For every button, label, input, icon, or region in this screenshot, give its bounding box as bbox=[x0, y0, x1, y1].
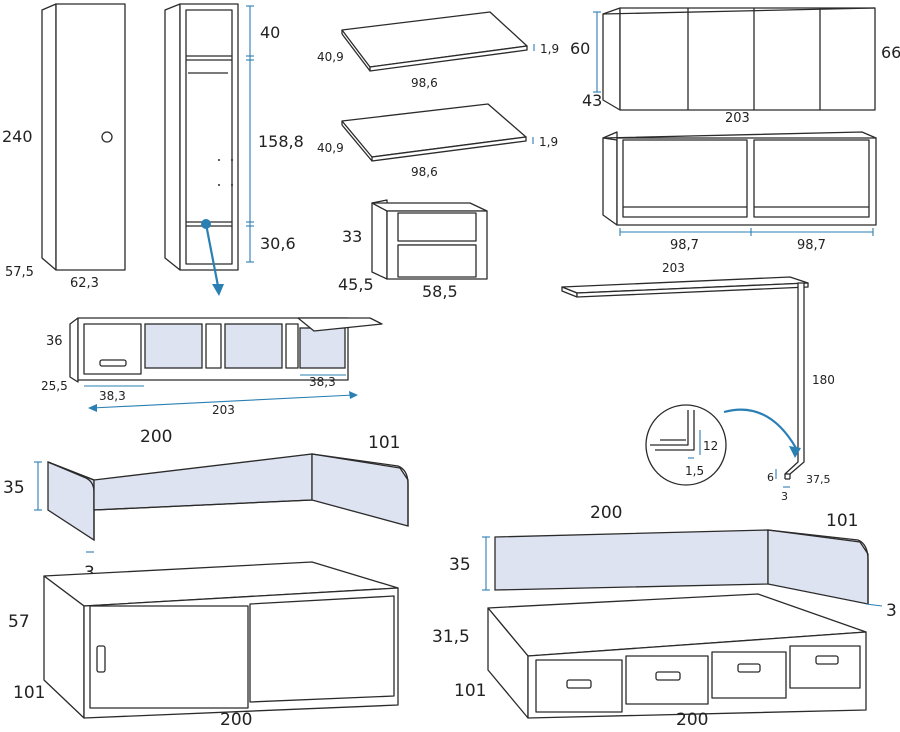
wall-desk-foot-thickness-label: 3 bbox=[781, 490, 788, 503]
desk-depth-label: 25,5 bbox=[41, 379, 68, 393]
wall-desk-foot-depth-label: 37,5 bbox=[806, 473, 831, 486]
bed-left-depth-label: 101 bbox=[13, 683, 45, 703]
bed-right-height-label: 31,5 bbox=[432, 627, 470, 647]
wall-desk-detail-height-label: 12 bbox=[703, 439, 718, 453]
wardrobe-height-label: 240 bbox=[2, 127, 33, 146]
shelf-lower-width-label: 98,6 bbox=[411, 165, 438, 179]
shelf-lower: 40,9 98,6 1,9 bbox=[317, 103, 558, 179]
wall-cabinet-width-label: 203 bbox=[725, 111, 750, 126]
bed-right: 31,5 101 200 bbox=[432, 593, 867, 730]
shelf-upper-thickness-label: 1,9 bbox=[540, 42, 559, 56]
bed-right-length-label: 200 bbox=[676, 710, 708, 730]
headboard-right-height-label: 35 bbox=[449, 555, 471, 575]
shelf-upper: 40,9 98,6 1,9 bbox=[317, 11, 559, 90]
desk-right-width-label: 38,3 bbox=[309, 375, 336, 389]
headboard-left-length-label: 200 bbox=[140, 427, 172, 447]
shelf-lower-thickness-label: 1,9 bbox=[539, 135, 558, 149]
headboard-right: 200 101 35 3 bbox=[449, 503, 897, 621]
bed-left-height-label: 57 bbox=[8, 612, 30, 632]
wall-desk-width-label: 203 bbox=[662, 261, 685, 275]
headboard-left-height-label: 35 bbox=[3, 478, 25, 498]
wall-desk-detail-width-label: 1,5 bbox=[685, 464, 704, 478]
bed-left-length-label: 200 bbox=[220, 710, 252, 730]
nightstand: 33 45,5 58,5 bbox=[338, 199, 488, 301]
wall-cabinet-height-label: 60 bbox=[570, 39, 590, 58]
nightstand-height-label: 33 bbox=[342, 227, 362, 246]
bed-right-depth-label: 101 bbox=[454, 681, 486, 701]
wardrobe-middle-label: 158,8 bbox=[258, 132, 304, 151]
headboard-right-thickness-label: 3 bbox=[886, 601, 897, 621]
wardrobe-closed: 240 57,5 62,3 bbox=[2, 3, 126, 291]
wardrobe-width-label: 62,3 bbox=[70, 276, 99, 291]
open-wall-unit: 98,7 98,7 bbox=[602, 131, 877, 253]
headboard-right-side-label: 101 bbox=[826, 511, 858, 531]
shelf-upper-depth-label: 40,9 bbox=[317, 50, 344, 64]
wardrobe-depth-label: 57,5 bbox=[5, 265, 34, 280]
shelf-lower-depth-label: 40,9 bbox=[317, 141, 344, 155]
headboard-left-side-label: 101 bbox=[368, 433, 400, 453]
desk-left-width-label: 38,3 bbox=[99, 389, 126, 403]
shelf-upper-width-label: 98,6 bbox=[411, 76, 438, 90]
wardrobe-open: 40 158,8 30,6 bbox=[164, 3, 304, 296]
nightstand-depth-label: 45,5 bbox=[338, 275, 374, 294]
wall-desk-foot-height-label: 6 bbox=[767, 471, 774, 484]
wall-desk: 203 180 12 1,5 6 37,5 3 bbox=[561, 261, 835, 503]
open-unit-right-width-label: 98,7 bbox=[797, 238, 826, 253]
wardrobe-bottom-label: 30,6 bbox=[260, 234, 296, 253]
wall-cabinet: 60 43 203 66 bbox=[570, 7, 900, 126]
nightstand-width-label: 58,5 bbox=[422, 282, 458, 301]
headboard-left: 200 101 35 3 bbox=[3, 427, 409, 583]
bed-left: 57 101 200 bbox=[8, 561, 399, 730]
wall-cabinet-outer-height-label: 66 bbox=[881, 43, 900, 62]
desk-height-label: 36 bbox=[46, 334, 63, 349]
wall-cabinet-depth-label: 43 bbox=[582, 91, 602, 110]
desk-unit: 36 25,5 38,3 38,3 203 bbox=[41, 317, 383, 417]
wall-desk-height-label: 180 bbox=[812, 373, 835, 387]
open-unit-left-width-label: 98,7 bbox=[670, 238, 699, 253]
wardrobe-top-label: 40 bbox=[260, 23, 280, 42]
desk-total-width-label: 203 bbox=[212, 403, 235, 417]
headboard-right-length-label: 200 bbox=[590, 503, 622, 523]
